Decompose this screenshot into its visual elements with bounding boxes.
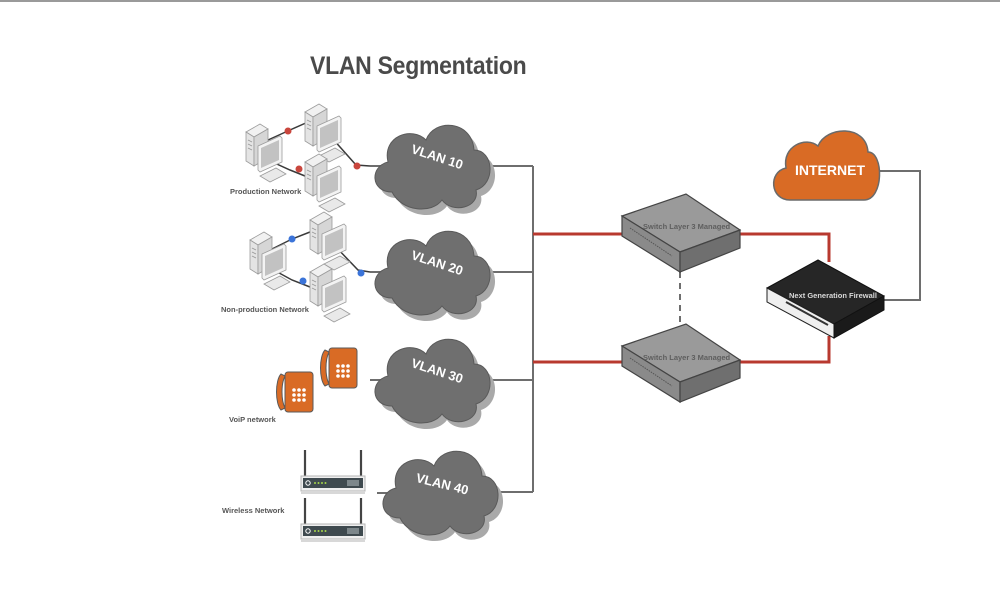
network-node-icon — [284, 127, 292, 135]
ip-phone-icon — [320, 347, 358, 389]
workstation-icon — [309, 211, 351, 271]
firewall-label: Next Generation Firewall — [789, 291, 877, 300]
vlan-cloud-40: VLAN 40 — [382, 450, 504, 542]
production-network-devices — [245, 103, 371, 213]
network-node-icon — [299, 277, 307, 285]
voip-network-devices — [276, 347, 358, 413]
wireless-router-icon — [299, 448, 367, 496]
network-node-icon — [353, 162, 361, 170]
nonproduction-network-devices — [249, 211, 371, 323]
uplink-switch2-firewall — [738, 336, 831, 364]
group-label-wireless: Wireless Network — [222, 506, 285, 515]
wireless-network-devices — [299, 448, 367, 544]
workstation-icon — [304, 153, 346, 213]
switch-layer3-bottom: Switch Layer 3 Managed — [620, 323, 742, 404]
group-label-nonproduction: Non-production Network — [221, 305, 309, 314]
top-border — [0, 0, 1000, 2]
vlan-to-backbone-links — [474, 165, 534, 493]
internet-cloud: INTERNET — [772, 130, 881, 201]
ip-phone-icon — [276, 371, 314, 413]
group-label-voip: VoiP network — [229, 415, 276, 424]
uplink-switch1-firewall — [738, 232, 831, 262]
network-node-icon — [295, 165, 303, 173]
workstation-icon — [304, 103, 346, 163]
switch-label: Switch Layer 3 Managed — [643, 353, 731, 362]
diagram-title: VLAN Segmentation — [310, 52, 527, 80]
vlan-cloud-30: VLAN 30 — [374, 338, 496, 430]
link-firewall-internet — [878, 170, 921, 301]
internet-label: INTERNET — [795, 162, 865, 178]
workstation-icon — [249, 231, 291, 291]
switch-layer3-top: Switch Layer 3 Managed — [620, 193, 742, 274]
wireless-router-icon — [299, 496, 367, 544]
workstation-icon — [245, 123, 287, 183]
network-node-icon — [288, 235, 296, 243]
device-to-vlan-links — [370, 165, 405, 494]
workstation-icon — [309, 263, 351, 323]
next-generation-firewall: Next Generation Firewall — [765, 259, 886, 339]
group-label-production: Production Network — [230, 187, 302, 196]
switch-label: Switch Layer 3 Managed — [643, 222, 731, 231]
vlan-cloud-20: VLAN 20 — [374, 230, 496, 322]
network-node-icon — [357, 269, 365, 277]
vlan-cloud-10: VLAN 10 — [374, 124, 496, 216]
red-uplinks — [533, 232, 831, 364]
